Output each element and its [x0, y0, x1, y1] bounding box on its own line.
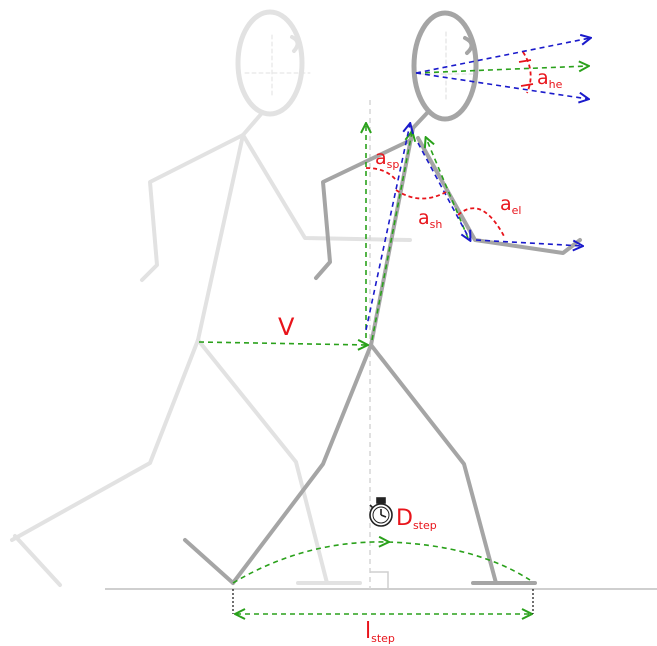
- angle-elbow-label: ael: [500, 193, 521, 217]
- ghost-head: [235, 9, 305, 117]
- ghost-leg-front: [196, 338, 329, 585]
- angle-arcs: [365, 51, 532, 239]
- angle-head-label: ahe: [537, 67, 563, 91]
- step-trajectory-tail: [387, 541, 531, 581]
- main-leg-front: [369, 343, 498, 585]
- head-angle-arc: [522, 51, 532, 94]
- torso-blue-arrow: [365, 124, 410, 331]
- main-nose: [463, 36, 474, 55]
- angle-spine-label: asp: [375, 147, 399, 171]
- step-trajectory-arrow: [232, 542, 388, 584]
- duration-label: Dstep: [396, 506, 437, 532]
- stopwatch-icon: [369, 497, 393, 527]
- upper-arm-blue-arrow: [417, 142, 470, 240]
- upper-arm-green-arrow: [426, 138, 469, 239]
- right-angle-mark: [370, 571, 389, 589]
- main-foot-back: [183, 538, 235, 585]
- velocity-label: V: [278, 313, 295, 341]
- shoulder-angle-arc: [395, 189, 447, 200]
- ghost-foot-back: [13, 534, 62, 587]
- spine-angle-arc: [365, 167, 397, 181]
- angle-shoulder-label: ash: [418, 207, 442, 231]
- ghost-nose: [290, 35, 300, 53]
- green-vectors: [198, 66, 588, 614]
- gaze-upper-arrow: [415, 38, 590, 74]
- main-head: [411, 10, 479, 122]
- main-figure: [183, 10, 582, 585]
- ghost-arm-back: [140, 133, 245, 282]
- step-length-label: lstep: [365, 619, 395, 645]
- main-arm-front: [416, 136, 582, 255]
- blue-vectors: [365, 38, 590, 331]
- gaze-lower-arrow: [415, 72, 588, 99]
- main-leg-back: [231, 343, 373, 585]
- ghost-figure: [10, 9, 412, 587]
- ghost-arm-front: [241, 133, 412, 242]
- velocity-arrow: [198, 342, 367, 345]
- main-neck: [411, 110, 430, 130]
- main-arm-back: [314, 138, 413, 280]
- head-angle-ticks: [518, 59, 534, 87]
- gaze-center-arrow: [415, 66, 588, 74]
- ghost-leg-back: [10, 338, 200, 542]
